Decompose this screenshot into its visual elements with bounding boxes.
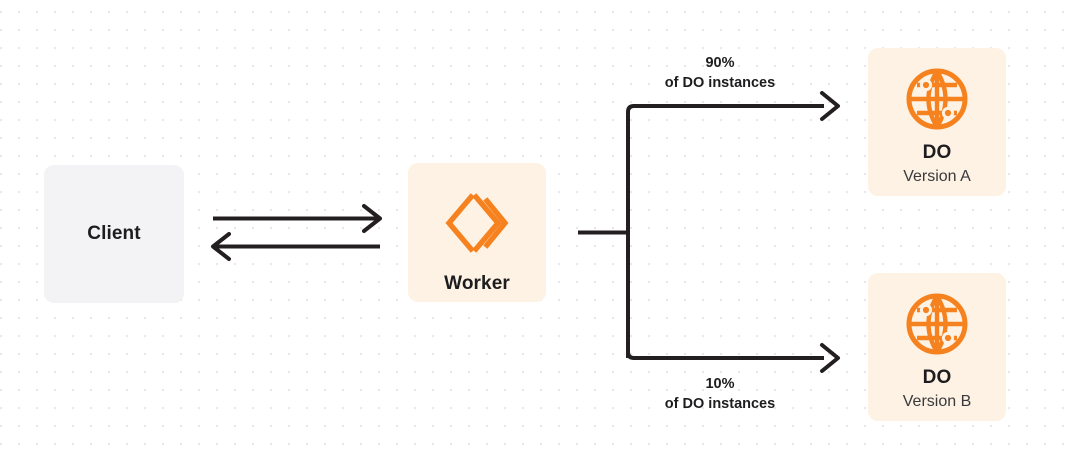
node-do-version-a-title: DO xyxy=(922,142,952,163)
cloudflare-workers-icon xyxy=(443,189,511,257)
node-do-version-b-title: DO xyxy=(922,367,952,388)
node-client[interactable]: Client xyxy=(44,165,184,303)
durable-object-globe-icon xyxy=(904,66,970,132)
node-worker-label: Worker xyxy=(444,273,510,294)
node-do-version-b-subtitle: Version B xyxy=(902,392,972,410)
edge-label-do-b-percent: 10% xyxy=(705,376,735,392)
edge-label-do-a-description: of DO instances xyxy=(664,75,776,91)
arrow-worker-to-client xyxy=(211,232,380,261)
node-do-version-b[interactable]: DO Version B xyxy=(868,273,1006,421)
edge-label-do-b-description: of DO instances xyxy=(664,396,776,412)
arrowhead-to-do-b xyxy=(820,343,840,373)
node-client-label: Client xyxy=(87,223,141,245)
edge-label-do-a: 90% of DO instances xyxy=(610,53,830,93)
arrow-client-to-worker xyxy=(213,204,382,233)
durable-object-globe-icon xyxy=(904,291,970,357)
node-do-version-a-subtitle: Version A xyxy=(903,167,971,185)
arrowhead-to-do-a xyxy=(820,91,840,121)
node-do-version-a[interactable]: DO Version A xyxy=(868,48,1006,196)
edge-label-do-b: 10% of DO instances xyxy=(610,374,830,414)
edge-label-do-a-percent: 90% xyxy=(705,55,735,71)
branch-trunk xyxy=(626,104,824,360)
node-worker[interactable]: Worker xyxy=(408,163,546,302)
